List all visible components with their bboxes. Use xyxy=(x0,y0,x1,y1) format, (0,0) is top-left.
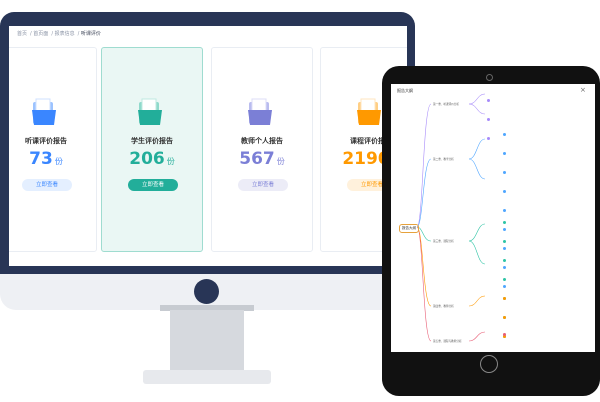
view-now-button[interactable]: 立即查看 xyxy=(238,179,288,191)
tablet-screen: 报告大纲 × 报告大纲 第一章、听课评价分析 第二章、教学分析 第三章、课程分析… xyxy=(391,84,595,352)
mindmap-chapter[interactable]: 第五章、课程与教师分析 xyxy=(433,340,462,343)
breadcrumb-item[interactable]: 首页 xyxy=(17,31,28,37)
monitor-stand-neck xyxy=(160,305,254,311)
mindmap-leaf-group xyxy=(487,90,492,147)
folder-icon xyxy=(357,98,381,125)
mindmap-chapter[interactable]: 第四章、教师分析 xyxy=(433,305,454,308)
view-now-button[interactable]: 立即查看 xyxy=(22,179,72,191)
view-now-button[interactable]: 立即查看 xyxy=(128,179,178,191)
mindmap-root[interactable]: 报告大纲 xyxy=(399,224,419,233)
breadcrumb-item[interactable]: 首页面 xyxy=(33,31,49,37)
monitor-base xyxy=(143,370,271,384)
mindmap-leaf-group xyxy=(503,288,508,345)
breadcrumb-current: 听课评价 xyxy=(80,31,101,37)
camera-icon xyxy=(486,74,493,81)
breadcrumb-item[interactable]: 报表信息 xyxy=(54,31,75,37)
card-title: 课程评价报告 xyxy=(350,137,392,145)
folder-icon xyxy=(248,98,272,125)
breadcrumb: 首页/ 首页面/ 报表信息/ 听课评价 xyxy=(17,31,101,37)
outline-title: 报告大纲 xyxy=(397,88,413,93)
mindmap-chapter[interactable]: 第二章、教学分析 xyxy=(433,158,454,161)
mindmap-leaf-group xyxy=(503,124,508,295)
mindmap-chapter[interactable]: 第一章、听课评价分析 xyxy=(433,103,459,106)
folder-icon xyxy=(32,98,56,125)
power-button xyxy=(194,279,219,304)
card-title: 学生评价报告 xyxy=(131,137,173,145)
close-icon[interactable]: × xyxy=(580,86,586,94)
folder-icon xyxy=(138,98,162,125)
mindmap-leaf-group xyxy=(503,324,508,352)
card-title: 听课评价报告 xyxy=(25,137,67,145)
mindmap-connectors xyxy=(416,93,486,342)
mindmap-chapter[interactable]: 第三章、课程分析 xyxy=(433,240,454,243)
home-button xyxy=(480,355,498,373)
monitor-stand xyxy=(170,310,244,370)
card-title: 教师个人报告 xyxy=(241,137,283,145)
